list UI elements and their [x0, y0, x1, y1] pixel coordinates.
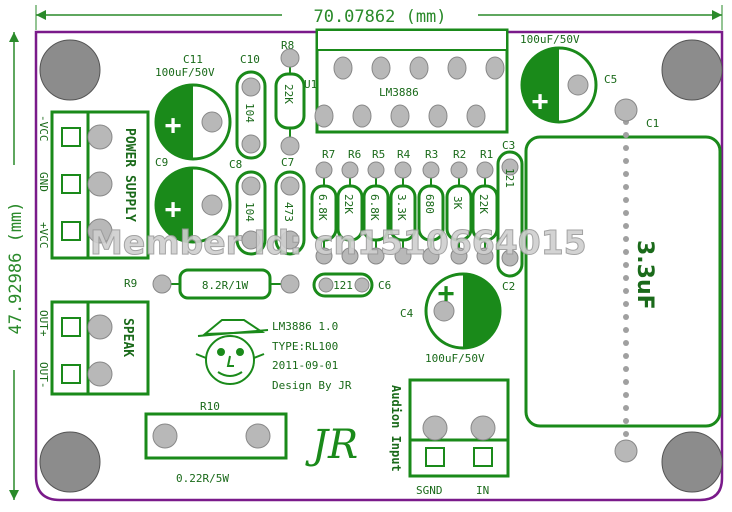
u1-ref: U1: [304, 78, 317, 91]
power-connector: -VCC GND +VCC POWER SUPPLY: [37, 110, 150, 260]
height-dimension: 47.92986 (mm): [6, 32, 26, 500]
c5-ref: C5: [604, 73, 617, 86]
c5-value: 100uF/50V: [520, 33, 580, 46]
r5-ref: R5: [372, 148, 385, 161]
r6-ref: R6: [348, 148, 361, 161]
c4-value: 100uF/50V: [425, 352, 485, 365]
c1-ref: C1: [646, 117, 659, 130]
info-line2: TYPE:RL100: [272, 340, 338, 353]
c9-ref: C9: [155, 156, 168, 169]
c9-plus: +: [165, 192, 182, 225]
cap-c6: 121 C6: [312, 272, 391, 298]
r3-ref: R3: [425, 148, 438, 161]
cap-c5: 100uF/50V + C5: [520, 33, 617, 124]
mount-hole-bl: [39, 431, 101, 493]
c10-ref: C10: [240, 53, 260, 66]
board-info: LM3886 1.0 TYPE:RL100 2011-09-01 Design …: [272, 320, 352, 392]
r6-value: 22K: [342, 194, 355, 214]
c3-value: 121: [503, 168, 516, 188]
cap-c7: C7 473: [274, 156, 306, 256]
r1-value: 22K: [477, 194, 490, 214]
chip-u1: U1 LM3886: [304, 28, 509, 134]
r4-ref: R4: [397, 148, 411, 161]
r10-value: 0.22R/5W: [176, 472, 229, 485]
c8-ref: C8: [229, 158, 242, 171]
cap-c3: C3 121 C2: [496, 139, 524, 293]
speak-pin-out-pos: OUT+: [37, 310, 50, 337]
r3-value: 680: [423, 194, 436, 214]
r9-value: 8.2R/1W: [202, 279, 249, 292]
mount-hole-tl: [39, 39, 101, 101]
power-title: POWER SUPPLY: [122, 128, 137, 222]
info-line1: LM3886 1.0: [272, 320, 338, 333]
cap-c10: C10 104: [235, 53, 267, 160]
r9-ref: R9: [124, 277, 137, 290]
c8-value: 104: [243, 202, 256, 222]
c10-value: 104: [243, 103, 256, 123]
audio-pin-sgnd: SGND: [416, 484, 443, 497]
jr-logo: JR: [305, 422, 358, 468]
r7-value: 6.8K: [316, 194, 329, 221]
c11-ref: C11: [183, 53, 203, 66]
cap-c8: C8 104: [229, 158, 267, 256]
power-pin-vcc-pos: +VCC: [37, 222, 50, 249]
power-pin-vcc-neg: -VCC: [37, 115, 50, 142]
resistor-r9: R9 8.2R/1W: [124, 268, 300, 300]
c11-plus: +: [165, 108, 182, 141]
power-pin-gnd: GND: [37, 172, 50, 192]
cap-c4: C4 + 100uF/50V: [400, 272, 502, 365]
audio-input-connector: Audion Input SGND IN: [389, 378, 510, 497]
c3-ref: C3: [502, 139, 515, 152]
c1-value: 3.3uF: [632, 240, 657, 310]
r8-value: 22K: [282, 84, 295, 104]
resistor-array: R7 R6 R5 R4 R3 R2 R1: [310, 148, 499, 265]
r7-ref: R7: [322, 148, 335, 161]
resistor-r10: R10 0.22R/5W: [144, 400, 288, 485]
speak-pin-out-neg: OUT-: [37, 362, 50, 389]
width-label: 70.07862 (mm): [313, 7, 446, 27]
r1-ref: R1: [480, 148, 493, 161]
resistor-r8: R8 22K: [274, 39, 306, 156]
mount-hole-tr: [661, 39, 723, 101]
watermark: Member Id: cn1510664015: [90, 223, 587, 262]
cap-c11: C11 100uF/50V +: [154, 53, 232, 161]
c11-value: 100uF/50V: [155, 66, 215, 79]
audio-pin-in: IN: [476, 484, 489, 497]
r10-ref: R10: [200, 400, 220, 413]
c7-value: 473: [282, 202, 295, 222]
c6-ref: C6: [378, 279, 391, 292]
c7-ref: C7: [281, 156, 294, 169]
r2-ref: R2: [453, 148, 466, 161]
height-label: 47.92986 (mm): [6, 201, 26, 334]
u1-name: LM3886: [379, 86, 419, 99]
info-line3: 2011-09-01: [272, 359, 338, 372]
info-line4: Design By JR: [272, 379, 352, 392]
speak-title: SPEAK: [120, 318, 135, 357]
speak-connector: OUT+ OUT- SPEAK: [37, 300, 150, 396]
c5-plus: +: [532, 84, 549, 117]
c4-ref: C4: [400, 307, 414, 320]
c6-value: 121: [333, 279, 353, 292]
width-dimension: 70.07862 (mm): [35, 5, 723, 30]
mount-hole-br: [661, 431, 723, 493]
cap-c9: C9 +: [154, 156, 232, 244]
audio-title: Audion Input: [389, 385, 403, 472]
cap-c1: C1 3.3uF: [524, 98, 722, 463]
r5-value: 6.8K: [368, 194, 381, 221]
r2-value: 3K: [451, 196, 464, 210]
c2-ref: C2: [502, 280, 515, 293]
c4-plus: +: [438, 276, 455, 309]
r4-value: 3.3K: [395, 194, 408, 221]
face-logo: [195, 319, 269, 385]
